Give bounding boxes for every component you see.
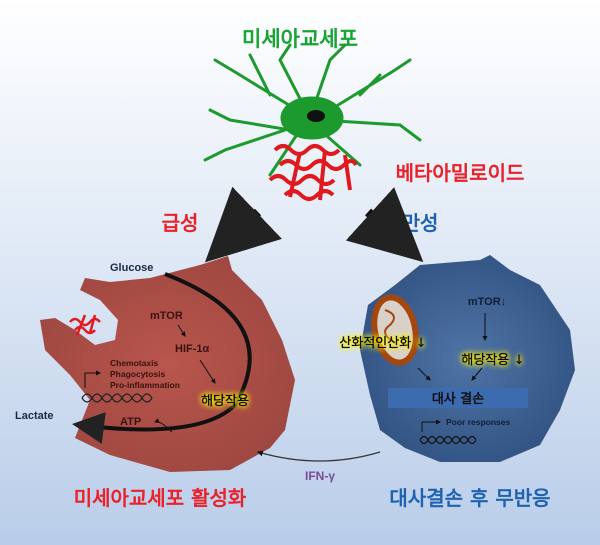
mtor-arrow-icon (177, 324, 186, 337)
ifn-label: IFN-γ (305, 469, 335, 483)
chronic-label: 만성 (402, 211, 439, 235)
metabolic-defect-label: 대사 결손 (432, 391, 484, 407)
tolerant-microglia-cell (360, 255, 575, 462)
amyloid-label: 베타아밀로이드 (396, 161, 525, 185)
poor-responses-label: Poor responses (446, 417, 511, 427)
dna-icon (419, 435, 477, 445)
right-caption: 대사결손 후 무반응 (389, 486, 550, 510)
metabolic-defect-box (388, 388, 528, 408)
acute-label: 급성 (162, 211, 199, 235)
function-item: Chemotaxis (110, 358, 158, 368)
function-list: Chemotaxis Phagocytosis Pro-inflammation (110, 358, 180, 390)
transcription-arrow-icon (421, 419, 441, 432)
glycolysis-arrow-icon (471, 367, 483, 381)
left-caption: 미세아교세포 활성화 (74, 486, 247, 510)
function-item: Pro-inflammation (110, 380, 180, 390)
oxphos-arrow-icon (417, 367, 431, 381)
microglia-cell-icon (203, 43, 422, 177)
glucose-label: Glucose (110, 262, 153, 274)
lactate-label: Lactate (15, 410, 54, 422)
hif-arrow-icon (199, 359, 216, 384)
dna-icon (81, 393, 153, 403)
glycolysis-flux-arrow-icon (72, 272, 252, 444)
transcription-arrow-icon (84, 370, 101, 388)
oxphos-label: 산화적인산화 ↓ (339, 335, 426, 351)
acute-arrow-icon (204, 186, 282, 263)
function-item: Phagocytosis (110, 369, 166, 379)
mtor-down-label: mTOR↓ (468, 296, 506, 308)
chronic-arrow-icon (345, 187, 424, 263)
glycolysis-down-label: 해당작용 ↓ (461, 352, 524, 368)
ifn-arrow-icon (256, 450, 381, 462)
activated-microglia-cell (40, 256, 295, 472)
glycolysis-label: 해당작용 (201, 393, 249, 409)
atp-arrow-icon (154, 418, 173, 433)
atp-label: ATP (120, 416, 141, 428)
mitochondrion-icon (371, 294, 419, 366)
mtor-label: mTOR (150, 310, 183, 322)
hif-label: HIF-1α (175, 343, 210, 355)
amyloid-fragment-icon (69, 314, 101, 336)
title: 미세아교세포 (242, 27, 358, 51)
amyloid-beta-icon (268, 144, 358, 201)
